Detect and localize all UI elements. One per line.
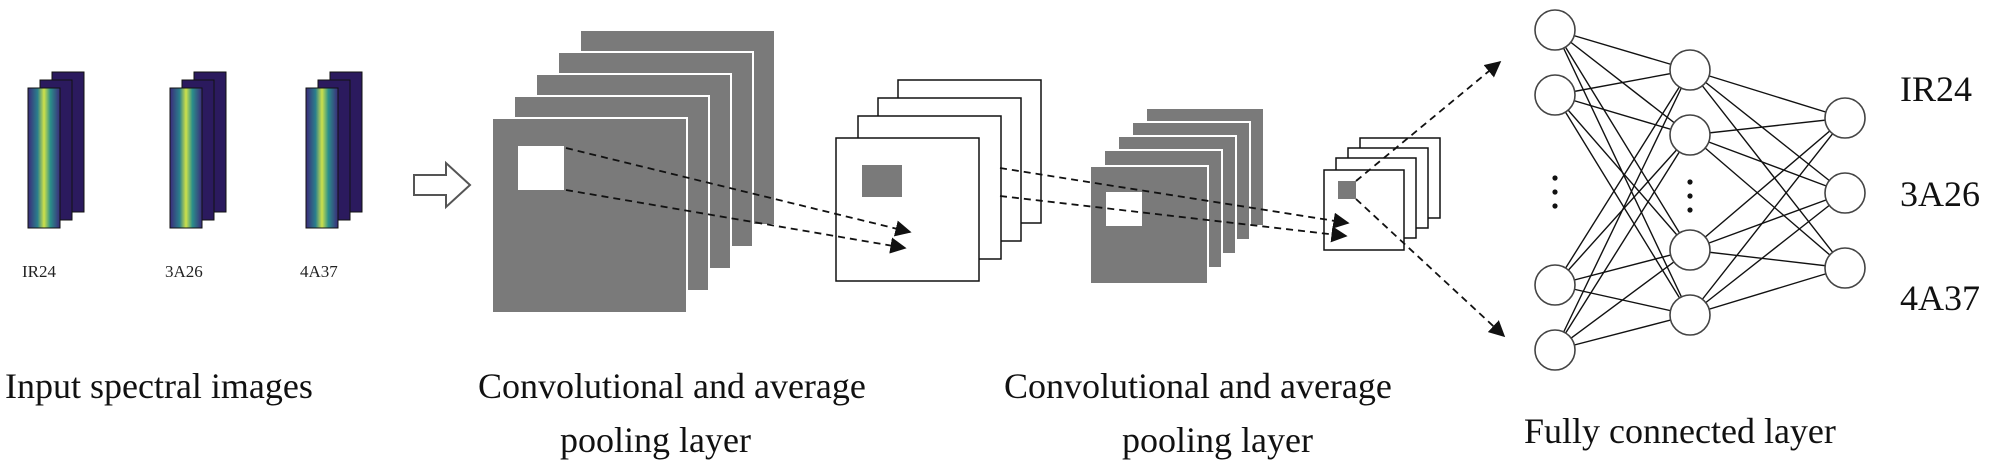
stage2-caption-line1: Convolutional and average <box>1004 366 1392 406</box>
stage2-pool-window <box>1338 181 1356 199</box>
stage2-projection-arrow-bottom <box>999 195 1348 243</box>
fc-caption: Fully connected layer <box>1524 411 1836 451</box>
fc-connection <box>1689 192 1846 251</box>
fc-connection <box>1689 69 1846 194</box>
fc-connection <box>1554 134 1691 351</box>
fc-output-neuron <box>1824 247 1866 289</box>
stage1-pooled-front <box>835 137 980 282</box>
fc-connection <box>1554 94 1691 316</box>
fc-output-neuron <box>1824 97 1866 139</box>
flow-arrow-icon <box>413 160 472 210</box>
output-label-3a26: 3A26 <box>1900 174 1980 214</box>
fc-connection <box>1554 314 1691 351</box>
fc-connection <box>1554 94 1691 136</box>
stage1-caption-line2: pooling layer <box>560 420 751 460</box>
stage2-feature-maps <box>1089 107 1265 285</box>
fc-neuron <box>1534 74 1576 116</box>
fc-connection <box>1689 117 1846 316</box>
fc-neuron <box>1669 49 1711 91</box>
fc-neuron <box>1669 114 1711 156</box>
fc-neuron <box>1534 9 1576 51</box>
stage1-feature-maps <box>491 29 776 314</box>
fc-output-neuron <box>1824 172 1866 214</box>
stage2-projection-arrow-top <box>999 167 1350 229</box>
fc-connection <box>1554 249 1691 286</box>
fc-neuron <box>1669 294 1711 336</box>
fc-input-arrow-bottom <box>1355 198 1506 338</box>
fc-connections <box>1554 29 1846 351</box>
spectral-image <box>305 87 339 229</box>
fc-ellipsis-2 <box>1687 179 1693 213</box>
fc-connection <box>1554 29 1691 251</box>
spectral-image <box>169 87 203 229</box>
input-label-4a37: 4A37 <box>300 262 338 281</box>
fc-ellipsis-1 <box>1552 175 1558 209</box>
fc-connection <box>1554 69 1691 96</box>
stage1-caption-line1: Convolutional and average <box>478 366 866 406</box>
stage2-caption-line2: pooling layer <box>1122 420 1313 460</box>
fc-connection <box>1689 134 1846 269</box>
input-label-ir24: IR24 <box>22 262 57 281</box>
input-caption: Input spectral images <box>5 366 313 406</box>
fc-neuron <box>1534 264 1576 306</box>
fc-connection <box>1689 117 1846 251</box>
fc-connection <box>1689 134 1846 194</box>
stage1-pooled-maps <box>835 79 1042 282</box>
input-label-3a26: 3A26 <box>165 262 203 281</box>
fc-connection <box>1554 69 1691 351</box>
fc-connection <box>1689 267 1846 316</box>
stage1-pool-window <box>862 165 902 197</box>
input-stack-4a37 <box>305 71 363 229</box>
fc-connection <box>1554 29 1691 71</box>
fc-connection <box>1689 117 1846 136</box>
stage2-pooled-maps <box>1323 137 1441 251</box>
input-stack-ir24 <box>27 71 85 229</box>
fc-connection <box>1554 69 1691 286</box>
fc-connection <box>1689 69 1846 269</box>
stage2-pooled-front <box>1323 169 1405 251</box>
fc-connection <box>1689 69 1846 119</box>
stage1-kernel-window <box>518 146 564 190</box>
fc-connection <box>1554 94 1691 251</box>
fc-neurons <box>1534 9 1866 371</box>
stage1-projection-arrow-bottom <box>565 189 907 254</box>
input-stack-3a26 <box>169 71 227 229</box>
output-label-4a37: 4A37 <box>1900 278 1980 318</box>
fc-neuron <box>1669 229 1711 271</box>
fc-connection <box>1689 249 1846 269</box>
spectral-image <box>27 87 61 229</box>
fc-connection <box>1554 249 1691 351</box>
fc-connection <box>1689 192 1846 316</box>
fc-neuron <box>1534 329 1576 371</box>
output-label-ir24: IR24 <box>1900 69 1972 109</box>
